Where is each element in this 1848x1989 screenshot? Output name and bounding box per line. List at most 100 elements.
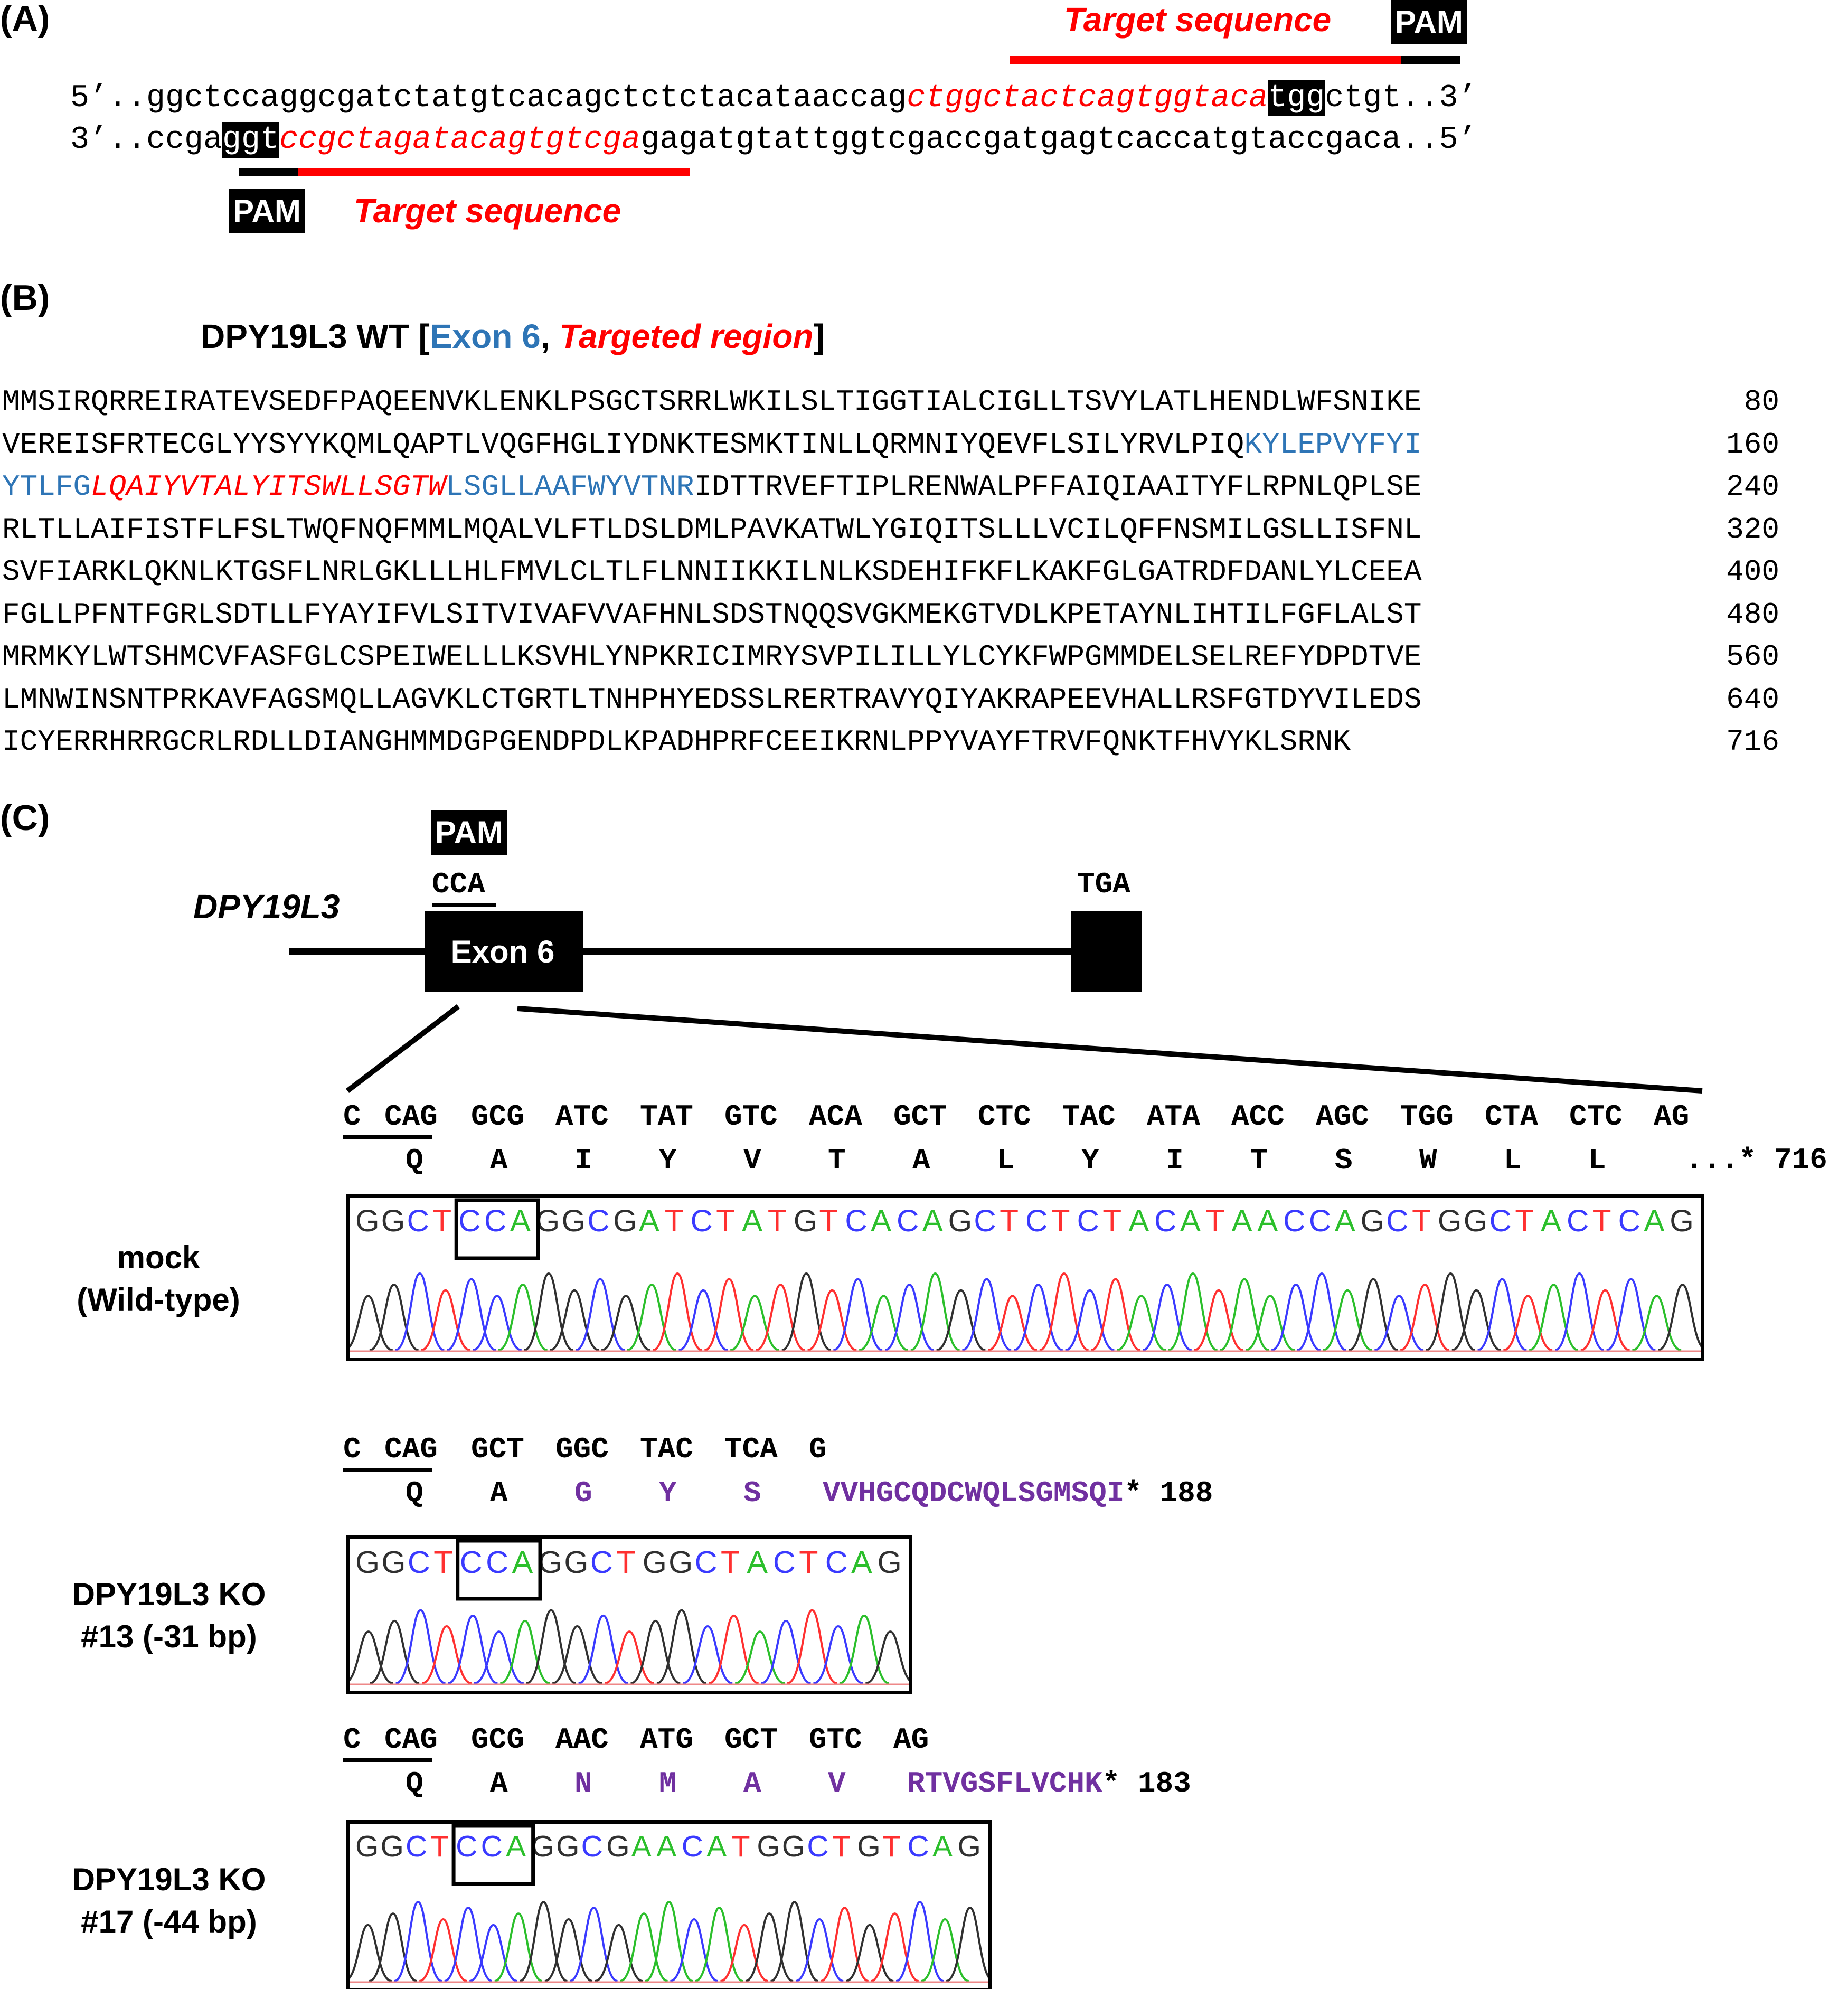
wt-base-call: T bbox=[664, 1204, 685, 1238]
wt-aa: W bbox=[1419, 1144, 1437, 1177]
panel-c-label: (C) bbox=[0, 798, 50, 838]
ko17-peak bbox=[670, 1918, 719, 1982]
ko13-peak bbox=[682, 1625, 733, 1684]
wt-base-call: C bbox=[845, 1204, 869, 1238]
wt-peak bbox=[1142, 1284, 1192, 1351]
ko13-peak bbox=[839, 1614, 890, 1684]
wt-base-call: T bbox=[1592, 1204, 1613, 1238]
protein-row-number: 640 bbox=[1726, 682, 1779, 717]
ko13-sample-label: DPY19L3 KO#13 (-31 bp) bbox=[53, 1573, 285, 1658]
wt-peak bbox=[369, 1284, 419, 1351]
wt-peak bbox=[1323, 1289, 1372, 1351]
protein-row: FGLLPFNTFGRLSDTLLFYAYIFVLSITVIVAFVVAFHNL… bbox=[2, 597, 1421, 632]
ko17-base-call: G bbox=[857, 1830, 882, 1863]
ko13-codon: C bbox=[343, 1432, 361, 1466]
ko17-base-call: A bbox=[631, 1830, 653, 1863]
wt-base-call: G bbox=[561, 1204, 587, 1238]
ko17-stop: * bbox=[1102, 1767, 1120, 1801]
ko17-pam-underline bbox=[343, 1758, 432, 1762]
wt-base-call: C bbox=[1283, 1204, 1307, 1238]
wt-base-call: C bbox=[974, 1204, 997, 1238]
wt-aa: L bbox=[1504, 1144, 1522, 1177]
ko13-aa: A bbox=[490, 1476, 508, 1510]
strand1-suffix: ctgt..3’ bbox=[1325, 80, 1477, 116]
ko13-peak bbox=[350, 1630, 394, 1684]
wt-codon: AG bbox=[1654, 1100, 1690, 1134]
ko17-peak bbox=[895, 1901, 945, 1982]
wt-peak bbox=[653, 1272, 703, 1351]
wt-base-call: C bbox=[407, 1204, 430, 1238]
zoom-line-right bbox=[517, 1006, 1703, 1094]
wt-base-call: T bbox=[1102, 1204, 1123, 1238]
wt-peak bbox=[395, 1272, 445, 1351]
wt-base-call: T bbox=[432, 1204, 453, 1238]
protein-row-number: 80 bbox=[1743, 385, 1779, 419]
ko13-aa: Q bbox=[406, 1476, 423, 1510]
protein-row-number: 400 bbox=[1726, 555, 1779, 589]
wt-base-call: A bbox=[1644, 1204, 1666, 1238]
wt-peak bbox=[678, 1289, 728, 1351]
wt-aa: A bbox=[912, 1144, 930, 1177]
wt-length: 716 bbox=[1774, 1143, 1827, 1177]
ko17-base-call: A bbox=[932, 1830, 954, 1863]
ko13-base-call: C bbox=[459, 1544, 484, 1580]
wt-aa: Q bbox=[406, 1144, 423, 1177]
wt-codon: C bbox=[343, 1100, 361, 1134]
title-target: Targeted region bbox=[559, 317, 814, 355]
protein-row: RLTLLAIFISTFLFSLTWQFNQFMMLMQALVLFTLDSLDM… bbox=[2, 512, 1421, 547]
strand1-prefix: 5’..ggctccaggcgatctatgtcacagctctctacataa… bbox=[70, 80, 907, 116]
stop-codon: TGA bbox=[1077, 868, 1130, 901]
protein-row-number: 320 bbox=[1726, 512, 1779, 546]
ko17-base-call: C bbox=[907, 1830, 930, 1863]
wt-peak bbox=[1451, 1289, 1502, 1351]
protein-seg-black1: SVFIARKLQKNLKTGSFLNRLGKLLLHLFMVLCLTLFLNN… bbox=[2, 555, 1422, 589]
ko17-base-call: C bbox=[456, 1830, 479, 1863]
wt-peak bbox=[1348, 1278, 1398, 1351]
wt-peak bbox=[756, 1284, 806, 1351]
ko13-peaks bbox=[350, 1539, 909, 1685]
ko17-base-call: T bbox=[882, 1830, 902, 1863]
wt-base-call: C bbox=[1154, 1204, 1178, 1238]
wt-peak bbox=[1013, 1284, 1063, 1351]
wt-peak bbox=[1554, 1272, 1605, 1351]
wt-codon: ACC bbox=[1231, 1100, 1285, 1134]
protein-row: YTLFGLQAIYVTALYITSWLLSGTWLSGLLAAFWYVTNRI… bbox=[2, 469, 1421, 504]
ko13-stop: * bbox=[1124, 1476, 1142, 1510]
wt-peak bbox=[1374, 1295, 1424, 1351]
gene-diagram bbox=[289, 911, 1703, 1094]
ko17-aa-changed: N bbox=[574, 1767, 592, 1801]
ko17-aa-changed: V bbox=[828, 1767, 846, 1801]
wt-pam-underline bbox=[343, 1135, 432, 1139]
ko17-peak bbox=[444, 1907, 493, 1982]
wt-peak bbox=[1090, 1278, 1140, 1351]
wt-aa: T bbox=[828, 1144, 846, 1177]
ko17-base-call: A bbox=[656, 1830, 678, 1863]
wt-aa: T bbox=[1250, 1144, 1268, 1177]
wt-base-call: T bbox=[1412, 1204, 1432, 1238]
ko13-pam-highlight bbox=[456, 1539, 542, 1601]
bottom-target-underline bbox=[298, 168, 690, 176]
wt-peak bbox=[1271, 1284, 1321, 1351]
dna-strand-bottom: 3’..ccgaggtccgctagatacagtgtcgagagatgtatt… bbox=[70, 121, 1477, 159]
wt-peak bbox=[498, 1284, 548, 1351]
wt-peak bbox=[1297, 1272, 1347, 1351]
ko13-peak bbox=[499, 1619, 550, 1684]
panel-b-title: DPY19L3 WT [Exon 6, Targeted region] bbox=[201, 317, 825, 356]
wt-base-call: A bbox=[1128, 1204, 1151, 1238]
wt-base-call: T bbox=[819, 1204, 840, 1238]
wt-base-call: T bbox=[1515, 1204, 1535, 1238]
protein-row-number: 240 bbox=[1726, 470, 1779, 504]
ko13-aa-changed: S bbox=[743, 1476, 761, 1510]
ko17-base-call: T bbox=[832, 1830, 852, 1863]
wt-base-call: G bbox=[613, 1204, 638, 1238]
ko13-peak bbox=[578, 1614, 629, 1684]
ko13-base-call: A bbox=[851, 1544, 873, 1580]
panel-b-label: (B) bbox=[0, 278, 50, 318]
wt-aa: A bbox=[490, 1144, 508, 1177]
ko13-peak bbox=[761, 1619, 812, 1684]
wt-peak bbox=[420, 1289, 470, 1351]
protein-row-number: 160 bbox=[1726, 427, 1779, 461]
